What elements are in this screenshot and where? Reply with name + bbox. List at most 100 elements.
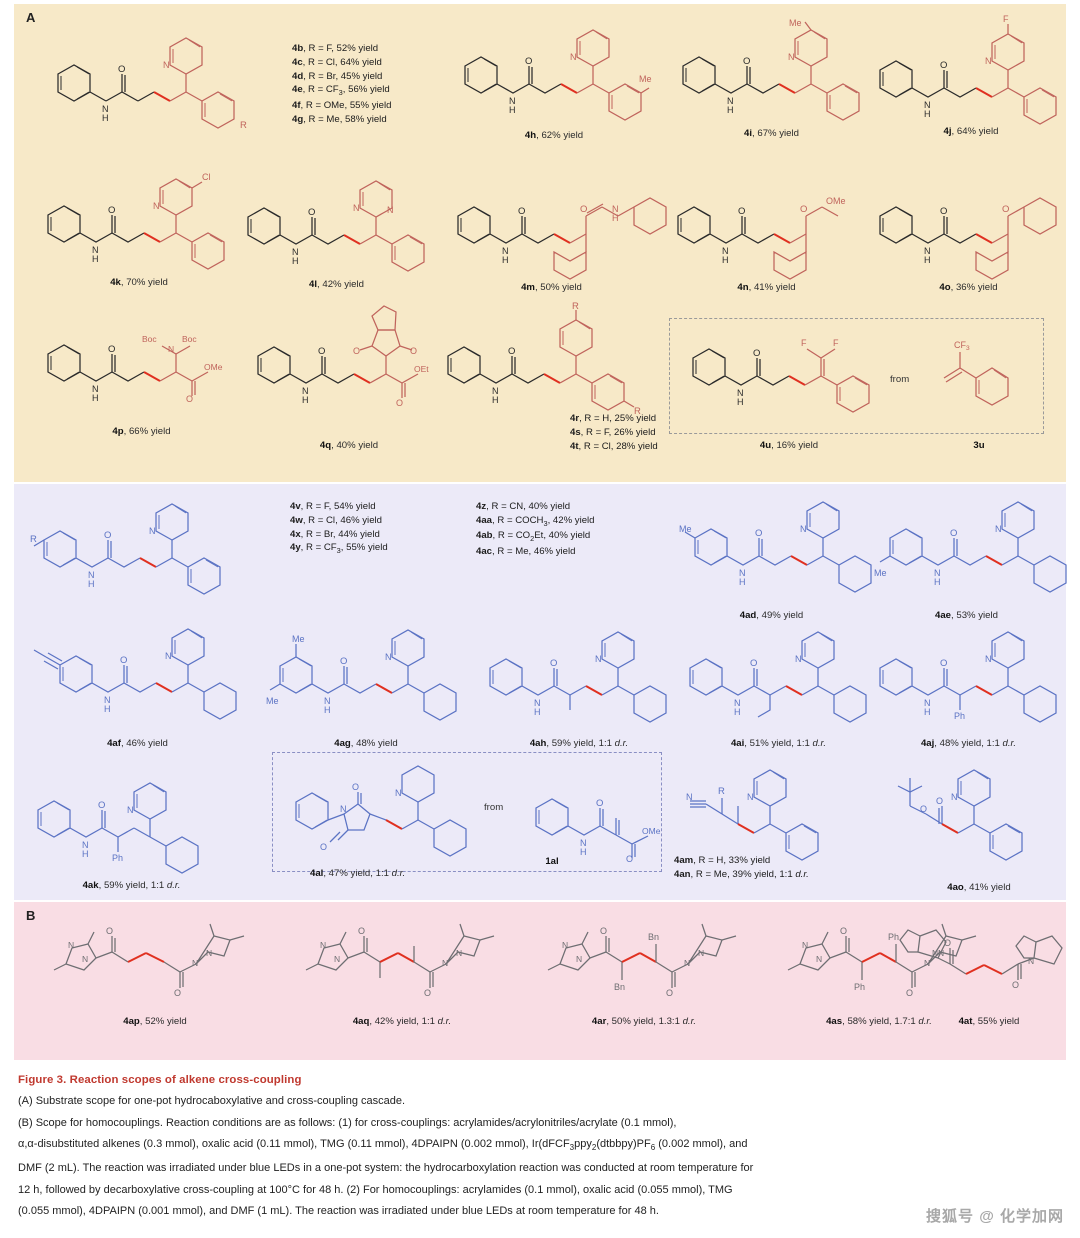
label-4h: 4h, 62% yield xyxy=(524,130,584,141)
svg-text:H: H xyxy=(580,847,587,857)
svg-text:O: O xyxy=(840,926,847,936)
svg-text:H: H xyxy=(722,255,729,265)
svg-text:N: N xyxy=(92,245,99,255)
structure-4o: N H O O 4o, 36% yield xyxy=(876,172,1061,295)
svg-text:H: H xyxy=(739,577,746,587)
svg-text:N: N xyxy=(924,698,931,708)
svg-text:H: H xyxy=(509,105,516,115)
structure-4af: N H O N 4af, 46% yield xyxy=(30,624,245,751)
svg-text:N: N xyxy=(739,568,746,578)
label-3u: 3u xyxy=(973,440,985,451)
svg-text:O: O xyxy=(186,394,193,404)
structure-4v-4y: R N H O N xyxy=(30,502,260,598)
label-4ag: 4ag, 48% yield xyxy=(334,738,398,749)
label-4u: 4u, 16% yield xyxy=(759,440,819,451)
svg-text:N: N xyxy=(747,792,754,802)
watermark: 搜狐号 @ 化学加网 xyxy=(926,1208,1064,1225)
svg-text:O: O xyxy=(906,988,913,998)
svg-text:N: N xyxy=(788,52,795,62)
label-4af: 4af, 46% yield xyxy=(107,738,168,749)
svg-text:N: N xyxy=(153,201,160,211)
svg-text:N: N xyxy=(934,568,941,578)
svg-text:OMe: OMe xyxy=(826,196,846,206)
caption-part-b-3: DMF (2 mL). The reaction was irradiated … xyxy=(18,1161,754,1174)
svg-text:O: O xyxy=(320,842,327,852)
svg-text:O: O xyxy=(308,207,315,218)
structure-4n: N H O O OMe 4n, 41% yield xyxy=(674,172,859,295)
svg-text:N: N xyxy=(68,940,74,950)
svg-text:Bn: Bn xyxy=(614,982,625,992)
svg-text:N: N xyxy=(562,940,568,950)
svg-text:N: N xyxy=(576,954,582,964)
svg-text:N: N xyxy=(985,56,992,66)
svg-text:O: O xyxy=(353,346,360,356)
svg-text:O: O xyxy=(1002,204,1009,215)
svg-text:F: F xyxy=(1003,14,1009,24)
svg-text:O: O xyxy=(410,346,417,356)
label-4p: 4p, 66% yield xyxy=(112,426,171,437)
entry-4x: 4x, R = Br, 44% yield xyxy=(290,528,380,540)
svg-text:O: O xyxy=(340,656,347,667)
svg-text:N: N xyxy=(800,524,807,534)
svg-text:H: H xyxy=(934,577,941,587)
label-4o: 4o, 36% yield xyxy=(939,282,998,293)
svg-text:N: N xyxy=(502,246,509,256)
caption-part-b-4: 12 h, followed by decarboxylative cross-… xyxy=(18,1183,733,1196)
svg-text:N: N xyxy=(924,246,931,256)
svg-text:O: O xyxy=(750,658,757,669)
svg-text:H: H xyxy=(82,849,89,859)
svg-text:H: H xyxy=(534,707,541,717)
label-4aq: 4aq, 42% yield, 1:1 d.r. xyxy=(352,1016,452,1027)
svg-text:H: H xyxy=(727,105,734,115)
svg-text:O: O xyxy=(936,796,943,806)
svg-text:Me: Me xyxy=(679,524,692,534)
caption-part-b-5: (0.055 mmol), 4DPAIPN (0.001 mmol), and … xyxy=(18,1205,659,1218)
svg-text:N: N xyxy=(320,940,326,950)
structure-4ai: N H O N 4ai, 51% yield, 1:1 d.r. xyxy=(686,624,871,751)
structure-4u: N H O F F 4u, xyxy=(689,334,889,453)
label-4l: 4l, 42% yield xyxy=(309,279,364,290)
svg-text:N: N xyxy=(302,386,309,396)
entry-4g: 4g, R = Me, 58% yield xyxy=(292,113,387,125)
svg-text:F: F xyxy=(833,338,839,348)
label-4at: 4at, 55% yield xyxy=(958,1016,1020,1027)
svg-text:N: N xyxy=(104,695,111,705)
entry-4c: 4c, R = Cl, 64% yield xyxy=(292,56,382,68)
label-4m: 4m, 50% yield xyxy=(521,282,582,293)
svg-text:H: H xyxy=(737,397,744,407)
svg-text:Bn: Bn xyxy=(648,932,659,942)
panel-a-substrate-scope: A N xyxy=(14,4,1066,482)
svg-text:R: R xyxy=(30,534,37,545)
entry-4e: 4e, R = CF3, 56% yield xyxy=(292,84,390,98)
svg-text:N: N xyxy=(951,792,958,802)
svg-text:N: N xyxy=(995,524,1002,534)
entry-4r: 4r, R = H, 25% yield xyxy=(570,413,657,424)
svg-text:N: N xyxy=(168,344,174,354)
structure-4q: N H O O O xyxy=(254,305,444,453)
structure-4b-4g: N H O xyxy=(44,22,274,134)
svg-text:O: O xyxy=(800,204,807,215)
svg-text:Me: Me xyxy=(266,696,279,706)
svg-text:N: N xyxy=(353,203,360,213)
label-4j: 4j, 64% yield xyxy=(943,126,999,137)
svg-text:N: N xyxy=(580,838,587,848)
svg-text:O: O xyxy=(318,346,325,357)
svg-text:N: N xyxy=(82,840,89,850)
svg-text:O: O xyxy=(424,988,431,998)
label-4ad: 4ad, 49% yield xyxy=(739,610,804,621)
svg-text:N: N xyxy=(102,104,109,114)
svg-text:O: O xyxy=(106,926,113,936)
structure-4ao: O O N 4ao, 41% yield xyxy=(894,769,1064,895)
svg-text:H: H xyxy=(502,255,509,265)
svg-text:O: O xyxy=(108,205,115,216)
svg-text:O: O xyxy=(950,528,957,539)
structure-4aj: N H O Ph N 4aj, 48% yield, xyxy=(876,624,1061,751)
entry-4y: 4y, R = CF3, 55% yield xyxy=(290,542,388,556)
svg-text:N: N xyxy=(570,52,577,62)
svg-text:N: N xyxy=(795,654,802,664)
entry-4w: 4w, R = Cl, 46% yield xyxy=(290,514,382,526)
